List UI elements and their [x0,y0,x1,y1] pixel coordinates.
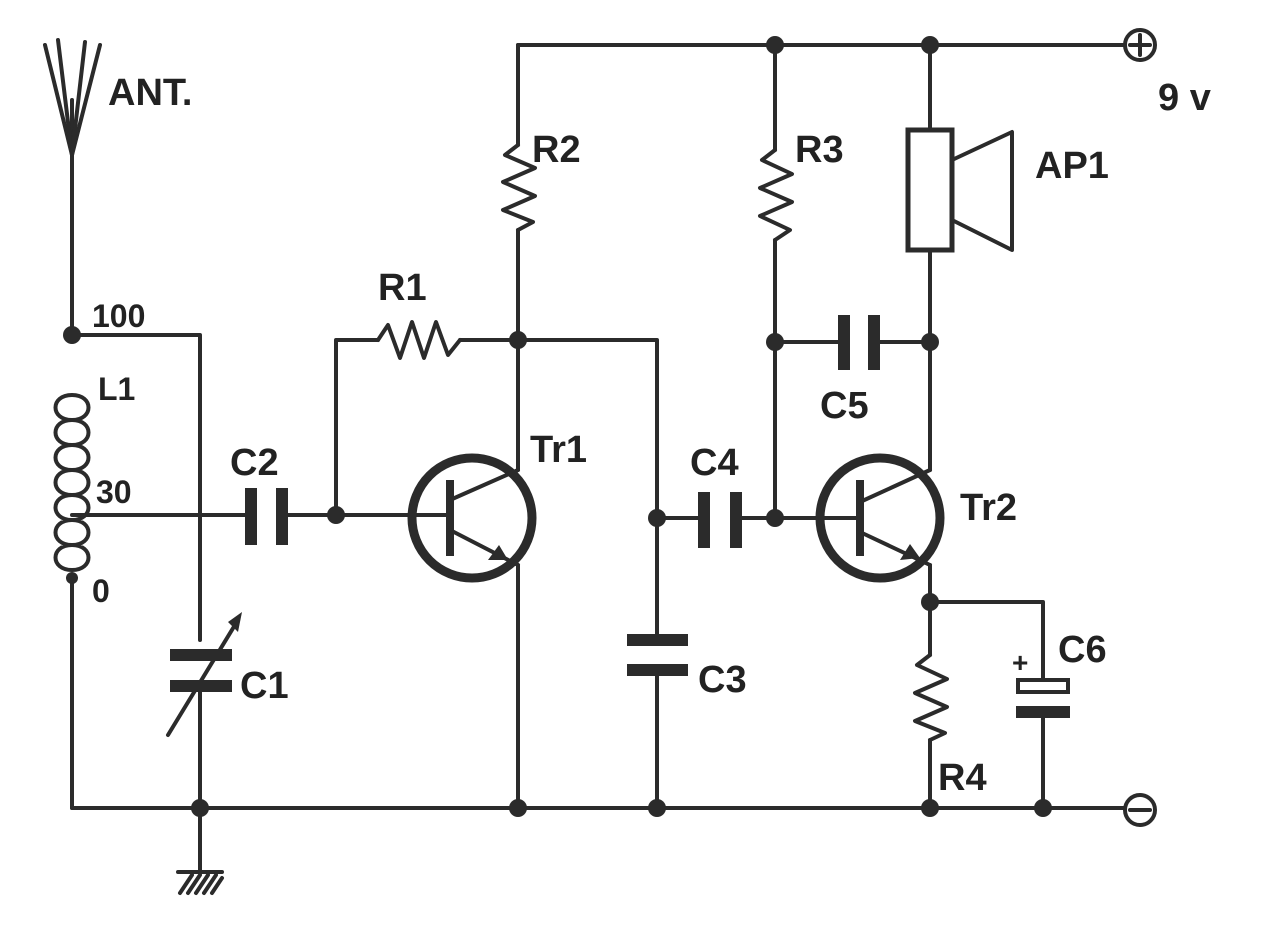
transistor-tr2 [815,453,945,583]
positive-terminal [1123,28,1157,62]
coil-l1-label: L1 [98,371,135,407]
capacitor-c2-label: C2 [230,442,279,484]
capacitor-c4 [698,492,742,548]
capacitor-c6-electrolytic [1016,678,1070,718]
ground-symbol [176,870,224,895]
transistor-tr1 [407,453,537,583]
capacitor-c2 [245,488,288,545]
capacitor-c5 [838,315,880,370]
negative-terminal [1123,793,1157,827]
coil-tap-0-label: 0 [92,573,110,609]
capacitor-c3 [627,634,688,676]
resistor-r4 [913,653,949,742]
capacitor-c5-label: C5 [820,385,869,427]
resistor-r4-label: R4 [938,757,987,799]
resistor-r2-label: R2 [532,129,581,171]
capacitor-c3-label: C3 [698,659,747,701]
coil-tap-30-label: 30 [96,474,132,510]
capacitor-c6-polarity: + [1012,647,1028,678]
capacitor-c6-label: C6 [1058,629,1107,671]
capacitor-c1-variable [166,612,242,737]
speaker-ap1-label: AP1 [1035,145,1109,187]
antenna-symbol [43,38,102,157]
antenna-label: ANT. [108,72,192,114]
coil-tap-100-label: 100 [92,298,145,334]
capacitor-c1-label: C1 [240,665,289,707]
resistor-r3-label: R3 [795,129,844,171]
resistor-r1 [376,320,462,360]
transistor-tr1-label: Tr1 [530,429,587,471]
junction-dots [63,36,1052,817]
speaker-ap1 [905,127,1014,253]
wiring [70,43,1127,872]
resistor-r2 [501,143,537,232]
coil-l1 [53,393,91,572]
transistor-tr2-label: Tr2 [960,487,1017,529]
resistor-r1-label: R1 [378,267,427,309]
supply-voltage-label: 9 v [1158,77,1211,119]
resistor-r3 [758,148,794,242]
capacitor-c4-label: C4 [690,442,739,484]
